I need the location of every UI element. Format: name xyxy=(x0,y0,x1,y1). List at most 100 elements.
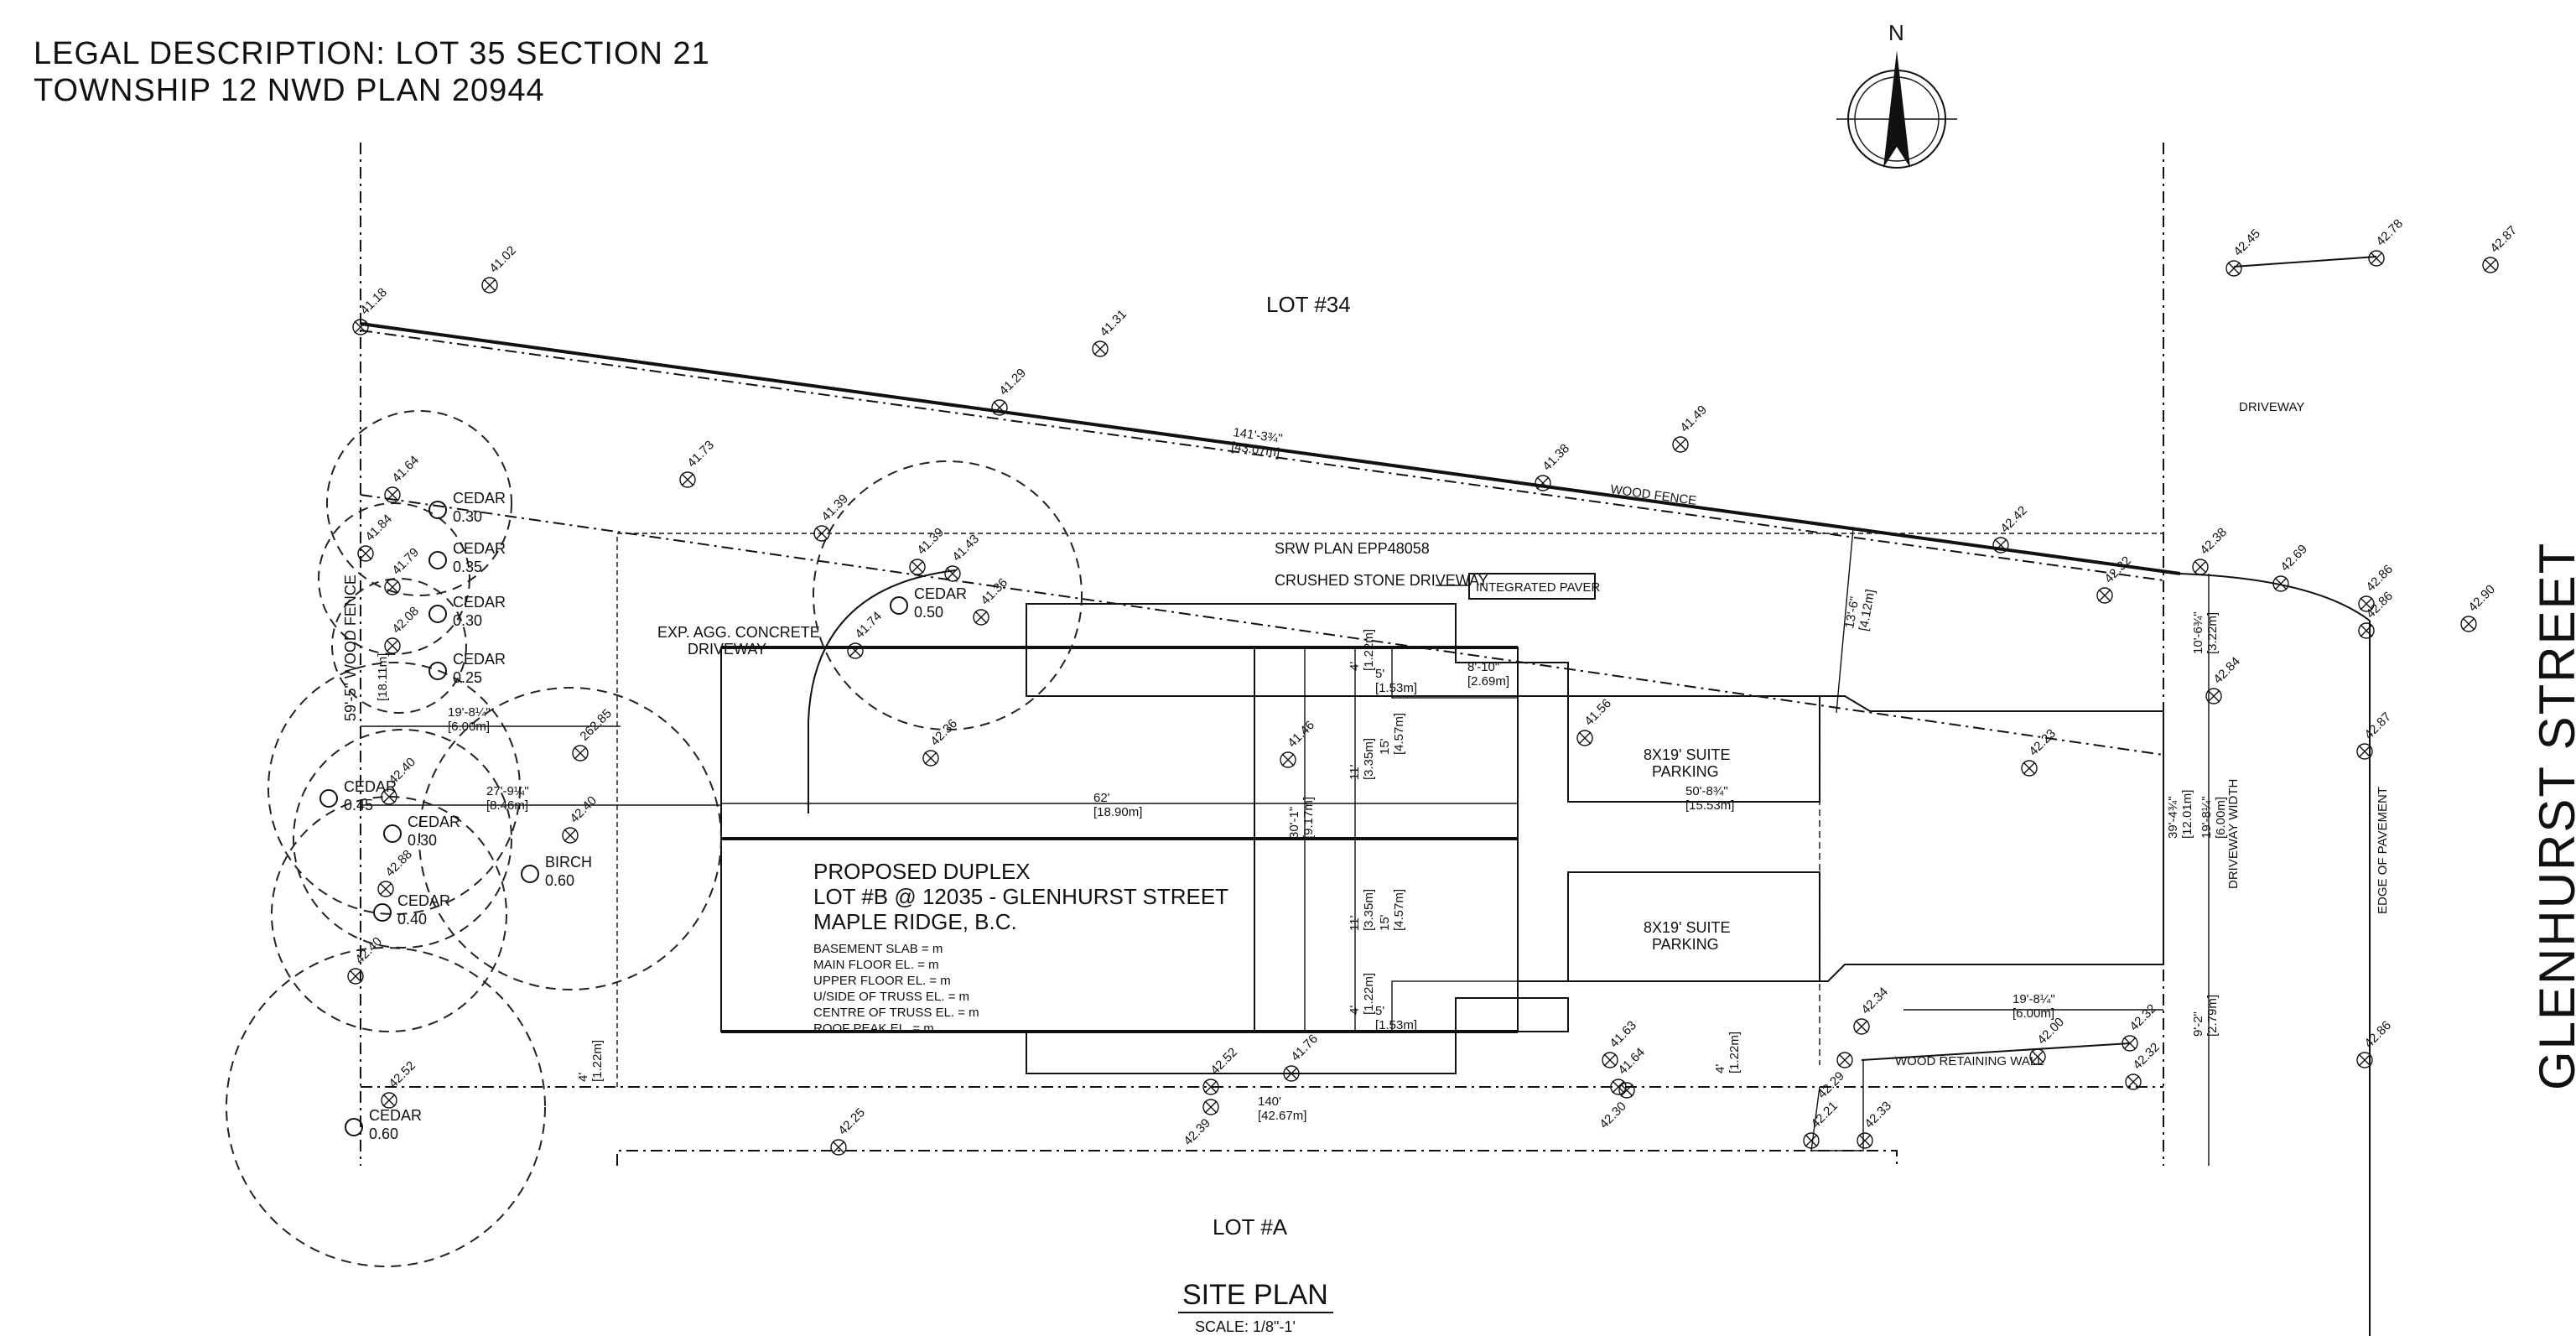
svg-text:19'-8¼": 19'-8¼" xyxy=(448,705,491,720)
tree-trunk-icon xyxy=(383,824,402,843)
spot-elevation: 41.46 xyxy=(1280,718,1317,768)
svg-text:42.42: 42.42 xyxy=(1997,503,2030,536)
tree-species: BIRCH xyxy=(545,854,592,871)
svg-text:42.25: 42.25 xyxy=(835,1105,868,1138)
svg-text:41.43: 41.43 xyxy=(949,532,982,564)
srw-line xyxy=(360,494,2164,756)
label-srw: SRW PLAN EPP48058 xyxy=(1275,540,1430,557)
dimension-label: 11'[3.35m] xyxy=(1348,738,1376,780)
svg-text:41.18: 41.18 xyxy=(357,285,390,318)
spot-elevation: 42.40 xyxy=(347,934,385,985)
tree-trunk-icon xyxy=(428,551,447,569)
label-lot34: LOT #34 xyxy=(1266,292,1351,317)
svg-text:4': 4' xyxy=(1713,1064,1727,1073)
tree-diameter: 0.30 xyxy=(453,508,482,525)
label-lotA: LOT #A xyxy=(1213,1214,1288,1240)
paver-callout-box xyxy=(1468,573,1596,600)
svg-text:8'-10": 8'-10" xyxy=(1467,660,1499,674)
tree-canopy xyxy=(331,578,467,714)
elevation-note: UPPER FLOOR EL. = m xyxy=(813,974,951,988)
tree-diameter: 0.25 xyxy=(453,669,482,686)
svg-text:[18.11m]: [18.11m] xyxy=(376,653,390,701)
spot-elevation: 41.56 xyxy=(1576,696,1614,746)
dimension-label: 8'-10"[2.69m] xyxy=(1467,660,1509,689)
spot-elevation: 41.38 xyxy=(1535,441,1572,491)
north-fence-line xyxy=(360,330,2164,581)
label-exp1: EXP. AGG. CONCRETE xyxy=(657,624,820,641)
label-driveway-width: DRIVEWAY WIDTH xyxy=(2226,779,2241,889)
svg-text:[18.90m]: [18.90m] xyxy=(1093,805,1142,819)
svg-text:9'-2": 9'-2" xyxy=(2191,1011,2205,1037)
tree-species: CEDAR xyxy=(453,594,506,611)
spot-elevation: 42.32 xyxy=(2096,554,2134,604)
spot-elevation: 42.88 xyxy=(377,847,415,897)
svg-text:41.36: 41.36 xyxy=(978,575,1010,608)
svg-text:15': 15' xyxy=(1378,914,1392,931)
svg-text:27'-9¼": 27'-9¼" xyxy=(486,784,529,798)
spot-elevation: 42.86 xyxy=(2356,1018,2394,1068)
svg-text:[42.67m]: [42.67m] xyxy=(1258,1109,1306,1123)
legal-line-1: LEGAL DESCRIPTION: LOT 35 SECTION 21 xyxy=(34,36,710,71)
svg-text:[1.22m]: [1.22m] xyxy=(590,1040,605,1082)
tree-trunk-icon xyxy=(521,865,539,883)
label-exp2: DRIVEWAY xyxy=(688,641,766,658)
dimension-label: 11'[3.35m] xyxy=(1348,889,1376,931)
spot-elevation: 41.36 xyxy=(973,575,1010,626)
label-crushed: CRUSHED STONE DRIVEWAY xyxy=(1275,572,1488,589)
svg-text:41.74: 41.74 xyxy=(852,609,885,642)
tree-species: CEDAR xyxy=(397,892,450,909)
tree-canopy xyxy=(418,687,722,990)
retaining-wall xyxy=(1861,1042,2131,1061)
dimension-label: 50'-8¾"[15.53m] xyxy=(1685,784,1734,813)
tree-species: CEDAR xyxy=(408,814,460,830)
spot-elevation: 42.45 xyxy=(2225,226,2263,277)
spot-elevation: 42.23 xyxy=(2021,726,2059,777)
tree-trunk-icon xyxy=(890,596,908,615)
svg-text:42.52: 42.52 xyxy=(386,1058,418,1091)
tree-species: CEDAR xyxy=(453,651,506,668)
svg-text:42.90: 42.90 xyxy=(2465,582,2498,615)
svg-text:41.56: 41.56 xyxy=(1581,696,1614,729)
tree-species: CEDAR xyxy=(453,490,506,507)
elevation-note: MAIN FLOOR EL. = m xyxy=(813,958,939,972)
svg-text:41.38: 41.38 xyxy=(1540,441,1572,474)
dimension-label: 39'-4¾"[12.01m] xyxy=(2166,790,2194,839)
dimension-label: 15'[4.57m] xyxy=(1378,713,1406,755)
svg-text:[1.53m]: [1.53m] xyxy=(1375,1018,1417,1032)
spot-elevation: 41.39 xyxy=(909,525,947,575)
svg-text:42.29: 42.29 xyxy=(1815,1069,1847,1102)
tree-diameter: 0.60 xyxy=(369,1125,398,1142)
tree-canopy xyxy=(226,947,546,1267)
dimension-label: 19'-8¼"[6.00m] xyxy=(448,705,491,734)
spot-elevation: 41.73 xyxy=(679,438,717,488)
dimension-label: 4'[1.22m] xyxy=(1713,1032,1742,1073)
svg-text:42.32: 42.32 xyxy=(2101,554,2134,586)
dimension-label: 4'[1.22m] xyxy=(576,1040,605,1082)
svg-text:[1.22m]: [1.22m] xyxy=(1727,1032,1742,1073)
spot-elevation: 41.74 xyxy=(847,609,885,659)
tree-canopy xyxy=(326,410,512,596)
dimension-label: 15'[4.57m] xyxy=(1378,889,1406,931)
tree-diameter: 0.30 xyxy=(453,612,482,629)
elevation-note: BASEMENT SLAB = m xyxy=(813,942,943,956)
svg-text:[1.53m]: [1.53m] xyxy=(1375,681,1417,695)
dimension-label: 4'[1.22m] xyxy=(1348,629,1376,671)
tree-diameter: 0.45 xyxy=(344,797,373,814)
label-side-fence: 59'-5" WOOD FENCE xyxy=(342,574,359,721)
label-parking1b: PARKING xyxy=(1652,763,1719,780)
svg-text:41.64: 41.64 xyxy=(1615,1045,1648,1078)
svg-text:42.40: 42.40 xyxy=(386,755,418,788)
dimension-label: 5'[1.53m] xyxy=(1375,667,1417,695)
tree-canopy xyxy=(293,729,512,949)
svg-text:15': 15' xyxy=(1378,738,1392,755)
spot-elevation: 42.39 xyxy=(1181,1099,1219,1148)
spot-elevation: 42.08 xyxy=(384,604,422,654)
dimension-label: 19'-8¼"[6.00m] xyxy=(2199,796,2228,839)
svg-text:[4.12m]: [4.12m] xyxy=(1857,588,1877,632)
tree-diameter: 0.35 xyxy=(453,559,482,575)
elevation-note: CENTRE OF TRUSS EL. = m xyxy=(813,1006,979,1020)
neighbor-driveway-edge xyxy=(2233,256,2377,268)
dimension-label: 27'-9¼"[8.46m] xyxy=(486,784,529,813)
front-setback-line xyxy=(616,533,2163,1087)
